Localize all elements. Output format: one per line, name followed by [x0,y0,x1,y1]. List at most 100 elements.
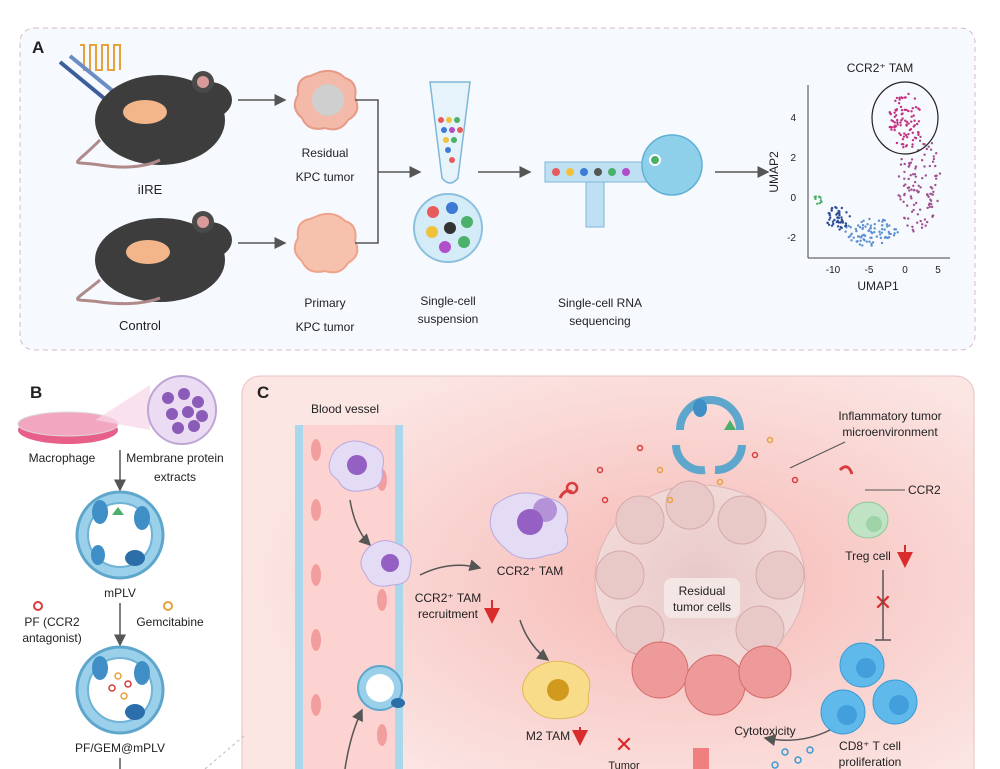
umap-point [917,131,920,134]
umap-point [859,239,862,243]
umap-point [893,115,896,119]
umap-point [907,133,910,136]
umap-point [916,221,919,224]
umap-point [895,96,899,100]
panel-b-letter: B [30,383,42,402]
m2-tam-cell-icon [522,660,591,720]
tube-icon [429,81,471,184]
umap-point [928,205,931,209]
umap-point [910,210,914,214]
umap-point [922,142,925,146]
dish-icon [413,193,483,263]
umap-point [903,170,906,174]
umap-point [873,230,876,234]
umap-point [906,224,909,227]
residual-line1: Residual [679,584,726,598]
suspension-line1: Single-cell [420,294,475,308]
zoom-connector [204,734,246,769]
umap-point [858,243,862,246]
petri-dish-icon [17,411,119,444]
umap-point [915,201,918,205]
umap-point [930,205,934,209]
arrow [349,499,372,547]
umap-point [904,119,907,122]
umap-point [911,225,914,228]
m2-tam-label: M2 TAM [526,729,570,743]
umap-point [828,218,831,221]
pf-line2: antagonist) [22,631,81,645]
umap-point [926,193,929,196]
umap-point [899,163,903,166]
umap-point [908,189,911,192]
cd8-t-cells-icon [820,642,918,735]
inflam-line1: Inflammatory tumor [838,409,941,423]
umap-point [835,220,839,224]
umap-point [836,212,839,215]
umap-point [859,236,863,239]
ccr2-receptor-icon [838,465,854,475]
umap-point [888,125,891,129]
panel-a-frame [19,27,976,351]
umap-point [900,108,904,112]
drug-particles [596,436,799,504]
umap-point [930,202,933,206]
macrophage-cell-icon [360,540,412,587]
umap-point [928,164,932,168]
umap-point [900,157,903,161]
umap-point [905,123,908,126]
seq-line1: Single-cell RNA [558,296,642,310]
umap-point [880,231,884,234]
umap-point [934,183,937,187]
umap-point [915,189,919,192]
macrophage-label: Macrophage [29,451,96,465]
umap-point [839,225,842,229]
umap-point [836,216,839,219]
umap-point [926,206,929,210]
umap-point [847,224,850,228]
treg-label: Treg cell [845,549,891,563]
umap-point [844,230,847,233]
umap-point [911,145,914,148]
umap-point [909,173,912,177]
umap-point [833,218,836,222]
umap-point [835,206,838,210]
umap-point [893,121,896,124]
umap-point [855,240,858,243]
umap-point [814,197,817,201]
umap-point [899,121,902,124]
umap-point [890,119,893,122]
umap-point [861,226,864,230]
mouse-bottom-label: Control [119,318,161,333]
umap-point [925,147,928,151]
umap-point [913,180,917,184]
umap-point [912,184,915,188]
umap-point [829,216,832,219]
umap-ytick: -2 [787,233,796,244]
umap-point [911,173,915,176]
umap-point [887,235,891,239]
umap-point [924,224,927,227]
ccr2-tam-cell-icon [489,481,579,560]
umap-point [919,135,922,139]
blood-vessel-label: Blood vessel [311,402,379,416]
arrow [763,729,831,746]
umap-point [838,228,841,231]
tumor-cells-cluster [594,480,806,716]
umap-point [855,229,858,233]
umap-point [879,236,883,240]
umap-point [894,108,897,112]
umap-point [866,222,869,226]
panel-a: A iIRE Control [19,27,976,351]
tumor-top-line1: Residual [302,146,349,160]
umap-point [915,122,919,126]
umap-point [906,186,910,190]
umap-point [893,128,896,132]
umap-point [914,167,917,170]
seq-line2: sequencing [569,314,630,328]
gemcitabine-label: Gemcitabine [136,615,204,629]
umap-point [923,165,926,168]
umap-xtick: -10 [826,265,841,276]
umap-point [893,232,896,235]
umap-plot: CCR2⁺ TAM 4 2 0 -2 -10 -5 0 5 UMAP1 UMAP… [767,61,950,293]
umap-point [903,162,906,166]
